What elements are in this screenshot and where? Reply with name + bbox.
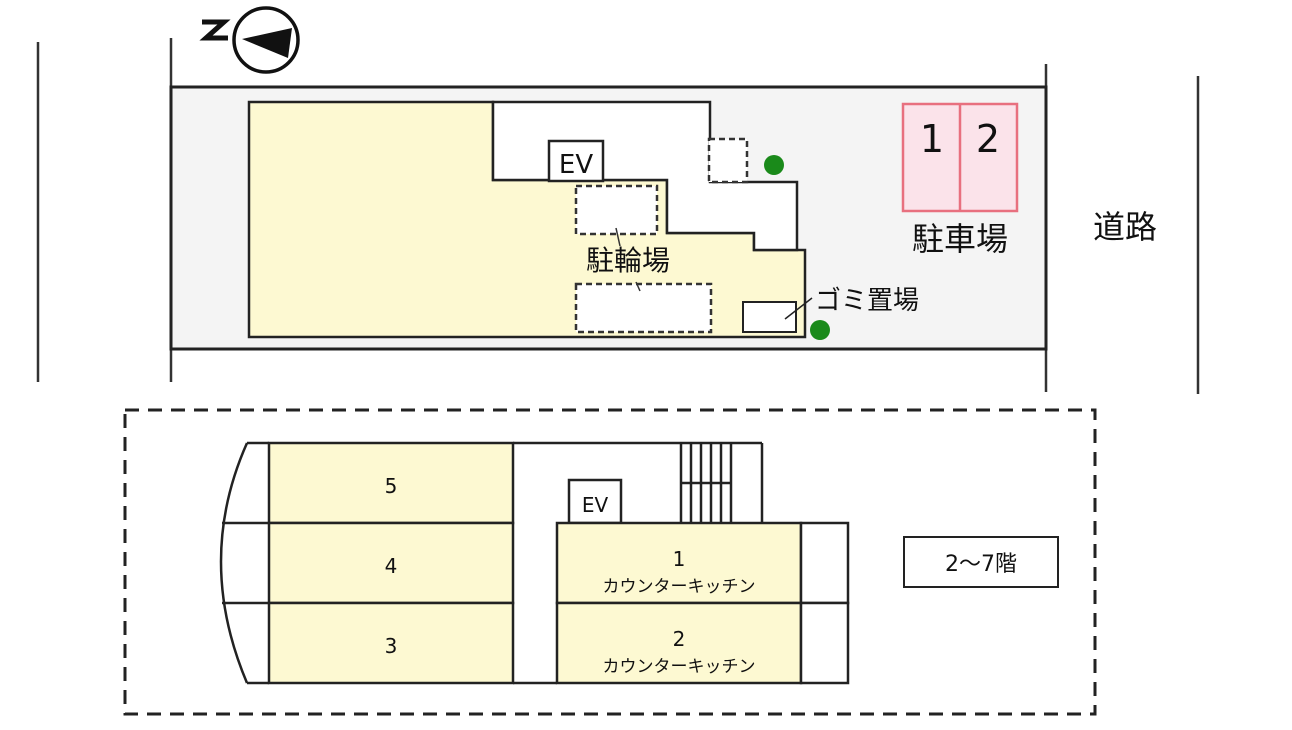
- parking-space-1: 1: [920, 117, 944, 161]
- floor-elevator-label: EV: [582, 493, 609, 517]
- unit-3: [267, 601, 515, 685]
- unit-4: [267, 521, 515, 605]
- tree-icon: [764, 155, 784, 175]
- unit-number: 4: [385, 554, 398, 578]
- road-label: 道路: [1093, 208, 1157, 246]
- unit-5: [267, 441, 515, 525]
- unit-2-balcony: [799, 601, 850, 685]
- unit-1-balcony: [799, 521, 850, 605]
- floor-elevator-box: [567, 478, 623, 525]
- bicycle-leader-upper: [615, 227, 621, 247]
- dashed-zone-small: [707, 137, 749, 184]
- north-arrow-icon: [199, 6, 300, 74]
- unit-number: 2: [673, 627, 686, 651]
- unit-number: 3: [385, 634, 398, 658]
- bicycle-leader-lower: [635, 281, 641, 292]
- unit-kitchen-type: カウンターキッチン: [603, 577, 756, 597]
- unit-2: [555, 601, 803, 685]
- garbage-leader-line: [784, 297, 813, 320]
- site-elevator-box: [547, 139, 605, 183]
- tree-icon: [810, 320, 830, 340]
- garbage-area-label: ゴミ置場: [815, 286, 919, 316]
- curved-balcony: [219, 442, 249, 684]
- unit-number: 1: [673, 547, 686, 571]
- parking-label: 駐車場: [912, 220, 1008, 258]
- stairs-icon: [679, 443, 733, 523]
- parking-space-2: 2: [976, 117, 1000, 161]
- unit-number: 5: [385, 474, 398, 498]
- bicycle-zone-lower: [574, 282, 713, 334]
- site-elevator-label: EV: [559, 150, 593, 180]
- floor-range-box: [903, 536, 1059, 588]
- bicycle-zone-upper: [574, 184, 659, 236]
- bicycle-parking-label: 駐輪場: [586, 244, 670, 277]
- floor-plan-frame: [123, 408, 1097, 716]
- unit-kitchen-type: カウンターキッチン: [603, 657, 756, 677]
- floor-range-label: 2〜7階: [945, 552, 1017, 577]
